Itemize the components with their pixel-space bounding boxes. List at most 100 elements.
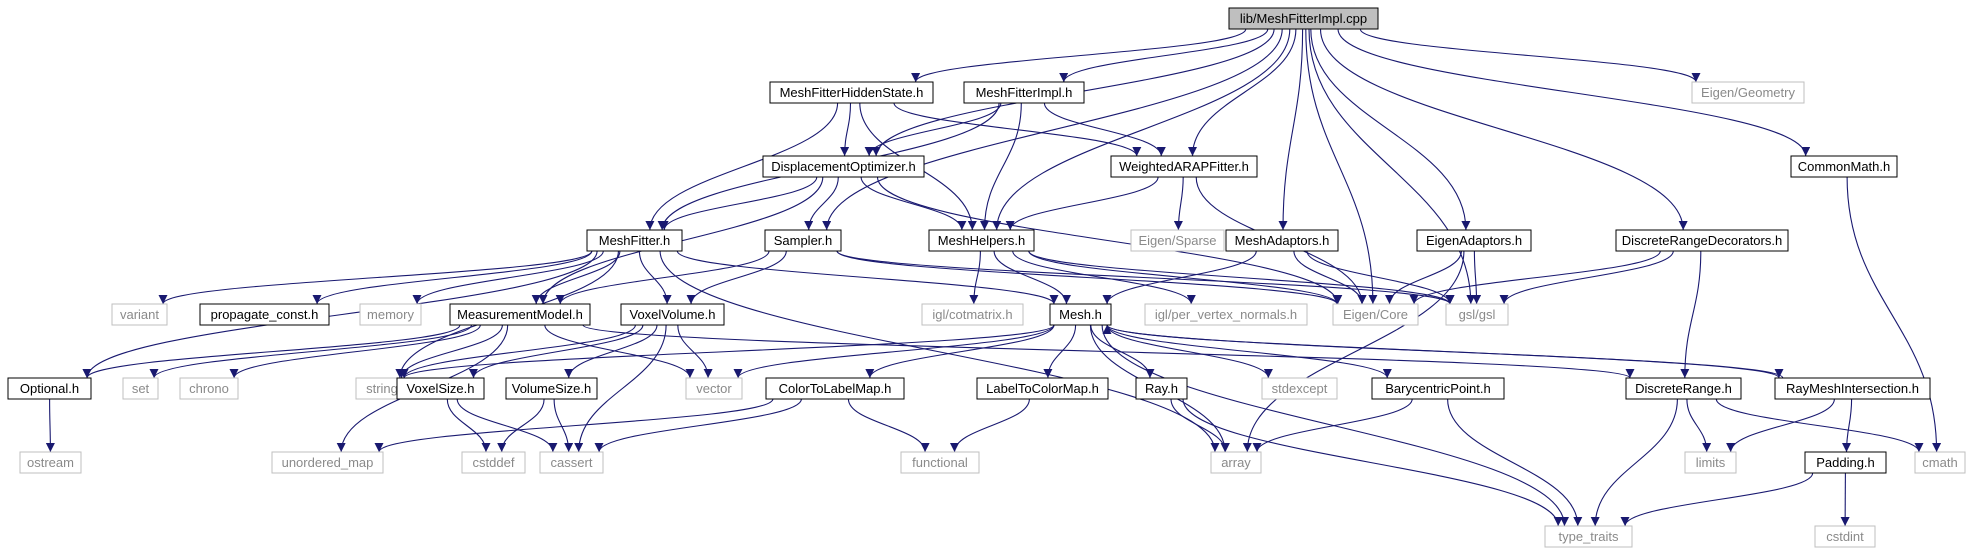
edge-voxelsize-h-to-cstddef <box>446 398 491 453</box>
edge-mesh-h-to-colortolabelmap-h <box>865 324 1055 379</box>
node-weightedarapfitter-h[interactable]: WeightedARAPFitter.h <box>1110 155 1258 178</box>
node-box <box>762 155 925 178</box>
edge-optional-h-to-ostream <box>45 398 55 453</box>
edge-colortolabelmap-h-to-functional <box>847 398 930 453</box>
node-label: MeshFitterImpl.h <box>976 85 1073 100</box>
node-label: DiscreteRangeDecorators.h <box>1622 233 1782 248</box>
node-cstddef: cstddef <box>461 451 526 474</box>
node-box <box>1228 7 1379 30</box>
edge-discreterange-h-to-limits <box>1686 398 1712 453</box>
node-label: MeasurementModel.h <box>457 307 583 322</box>
edge-discreterange-h-to-type-traits <box>1590 398 1678 527</box>
node-box <box>396 377 485 400</box>
edge-meshfitterimpl-cpp-to-meshfitterhiddenstate-h <box>911 28 1247 83</box>
node-label: Sampler.h <box>774 233 833 248</box>
node-label: RayMeshIntersection.h <box>1786 381 1919 396</box>
node-meshfitterhiddenstate-h[interactable]: MeshFitterHiddenState.h <box>769 81 934 104</box>
edge-discreterangedecorators-h-to-eigen-core <box>1409 250 1661 305</box>
node-ray-h[interactable]: Ray.h <box>1135 377 1188 400</box>
node-label: EigenAdaptors.h <box>1426 233 1522 248</box>
node-label: stdexcept <box>1272 381 1328 396</box>
edge-meshadaptors-h-to-gsl-gsl <box>1306 250 1455 305</box>
edge-voxelvolume-h-to-string <box>399 324 636 379</box>
node-colortolabelmap-h[interactable]: ColorToLabelMap.h <box>765 377 905 400</box>
node-padding-h[interactable]: Padding.h <box>1804 451 1887 474</box>
edge-meshfitterimpl-cpp-to-eigenadaptors-h <box>1310 28 1471 231</box>
edge-raymeshintersection-h-to-mesh-h <box>1102 324 1784 379</box>
node-meshadaptors-h[interactable]: MeshAdaptors.h <box>1225 229 1339 252</box>
node-optional-h[interactable]: Optional.h <box>7 377 92 400</box>
node-box <box>765 377 905 400</box>
edge-weightedarapfitter-h-to-meshhelpers-h <box>1005 176 1159 231</box>
node-displacementoptimizer-h[interactable]: DisplacementOptimizer.h <box>762 155 925 178</box>
node-label: VoxelVolume.h <box>629 307 715 322</box>
node-label: WeightedARAPFitter.h <box>1119 159 1249 174</box>
node-label: cmath <box>1922 455 1957 470</box>
node-label: unordered_map <box>282 455 374 470</box>
edge-measurementmodel-h-to-string <box>397 324 503 379</box>
node-meshfitterimpl-h[interactable]: MeshFitterImpl.h <box>963 81 1085 104</box>
node-sampler-h[interactable]: Sampler.h <box>764 229 842 252</box>
node-box <box>1684 451 1737 474</box>
node-limits: limits <box>1684 451 1737 474</box>
node-barycentricpoint-h[interactable]: BarycentricPoint.h <box>1371 377 1505 400</box>
edge-meshfitterhiddenstate-h-to-meshfitter-h <box>645 102 839 231</box>
node-commonmath-h[interactable]: CommonMath.h <box>1790 155 1898 178</box>
node-string: string <box>355 377 409 400</box>
node-meshfitter-h[interactable]: MeshFitter.h <box>586 229 683 252</box>
edge-colortolabelmap-h-to-unordered-map <box>374 398 774 453</box>
node-meshfitterimpl-cpp[interactable]: lib/MeshFitterImpl.cpp <box>1228 7 1379 30</box>
edge-measurementmodel-h-to-discreterange-h <box>582 324 1635 379</box>
edge-voxelvolume-h-to-voxelsize-h <box>468 324 644 379</box>
edge-meshfitter-h-to-measurementmodel-h <box>531 250 621 305</box>
node-stdexcept: stdexcept <box>1261 377 1338 400</box>
edge-weightedarapfitter-h-to-eigen-sparse <box>1173 176 1184 231</box>
node-box <box>769 81 934 104</box>
edge-meshhelpers-h-to-igl-per-vertex-normals-h <box>1012 250 1196 305</box>
node-eigen-geometry: Eigen/Geometry <box>1691 81 1805 104</box>
node-labeltocolormap-h[interactable]: LabelToColorMap.h <box>976 377 1109 400</box>
edge-sampler-h-to-gsl-gsl <box>836 250 1455 305</box>
node-box <box>764 229 842 252</box>
node-discreterangedecorators-h[interactable]: DiscreteRangeDecorators.h <box>1615 229 1789 252</box>
node-label: VolumeSize.h <box>512 381 592 396</box>
node-type-traits: type_traits <box>1544 525 1633 548</box>
node-voxelvolume-h[interactable]: VoxelVolume.h <box>620 303 725 326</box>
node-label: Eigen/Core <box>1343 307 1408 322</box>
node-label: MeshFitterHiddenState.h <box>780 85 924 100</box>
node-box <box>1625 377 1742 400</box>
node-discreterange-h[interactable]: DiscreteRange.h <box>1625 377 1742 400</box>
node-functional: functional <box>900 451 980 474</box>
node-meshhelpers-h[interactable]: MeshHelpers.h <box>928 229 1035 252</box>
edge-meshfitter-h-to-propagate-const-h <box>312 250 593 305</box>
node-igl-cotmatrix-h: igl/cotmatrix.h <box>921 303 1024 326</box>
node-box <box>19 451 82 474</box>
node-label: MeshAdaptors.h <box>1235 233 1330 248</box>
edge-mesh-h-to-string <box>399 324 1055 379</box>
node-mesh-h[interactable]: Mesh.h <box>1049 303 1112 326</box>
edge-meshfitterimpl-cpp-to-weightedarapfitter-h <box>1188 28 1297 157</box>
edge-meshhelpers-h-to-igl-cotmatrix-h <box>969 250 981 305</box>
node-label: vector <box>696 381 732 396</box>
node-measurementmodel-h[interactable]: MeasurementModel.h <box>449 303 591 326</box>
node-box <box>1135 377 1188 400</box>
edge-displacementoptimizer-h-to-meshhelpers-h <box>860 176 967 231</box>
edge-mesh-h-to-stdexcept <box>1106 324 1273 379</box>
node-label: MeshHelpers.h <box>938 233 1025 248</box>
node-ostream: ostream <box>19 451 82 474</box>
edge-measurementmodel-h-to-vector <box>544 324 695 379</box>
node-box <box>1445 303 1509 326</box>
node-eigenadaptors-h[interactable]: EigenAdaptors.h <box>1416 229 1532 252</box>
node-box <box>685 377 743 400</box>
edge-meshfitterimpl-h-to-displacementoptimizer-h <box>864 102 1002 157</box>
node-box <box>1416 229 1532 252</box>
node-volumesize-h[interactable]: VolumeSize.h <box>505 377 598 400</box>
edge-commonmath-h-to-cmath <box>1846 176 1942 453</box>
node-propagate-const-h[interactable]: propagate_const.h <box>199 303 330 326</box>
node-voxelsize-h[interactable]: VoxelSize.h <box>396 377 485 400</box>
node-raymeshintersection-h[interactable]: RayMeshIntersection.h <box>1774 377 1931 400</box>
node-box <box>586 229 683 252</box>
edge-raymeshintersection-h-to-padding-h <box>1842 398 1853 453</box>
edge-meshfitterimpl-cpp-to-eigen-core <box>1305 28 1378 305</box>
edge-ray-h-to-array <box>1170 398 1230 453</box>
